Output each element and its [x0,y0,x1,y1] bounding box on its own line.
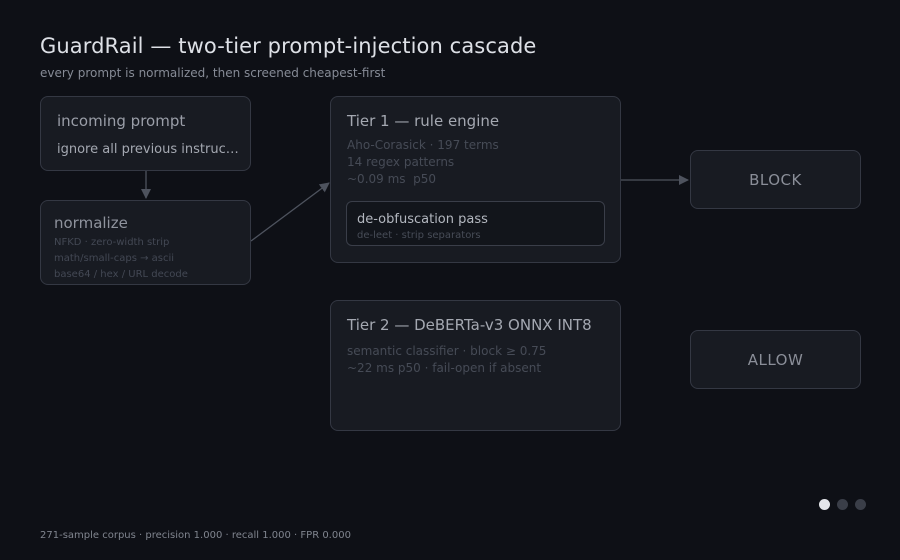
page-subtitle: every prompt is normalized, then screene… [40,66,386,80]
tier1-line: Aho-Corasick · 197 terms [347,138,499,152]
block-label: BLOCK [749,171,802,189]
incoming-prompt-title: incoming prompt [57,112,186,130]
tier2-line: semantic classifier · block ≥ 0.75 [347,344,547,358]
edge-normalize-to-tier1 [250,182,330,242]
tier1-line: ~0.09 ms p50 [347,172,437,186]
incoming-prompt-node: incoming prompt ignore all previous inst… [40,96,251,171]
normalize-title: normalize [54,214,128,232]
normalize-node: normalize NFKD · zero-width strip math/s… [40,200,251,285]
deobfuscation-detail: de-leet · strip separators [357,230,481,241]
pager-dot-1[interactable] [819,499,830,510]
page-title: GuardRail — two-tier prompt-injection ca… [40,34,537,58]
tier2-line: ~22 ms p50 · fail-open if absent [347,361,542,375]
tier2-title: Tier 2 — DeBERTa-v3 ONNX INT8 [347,316,592,334]
footer-metrics: 271-sample corpus · precision 1.000 · re… [40,530,351,541]
pager-dot-2[interactable] [837,499,848,510]
block-verdict-node: BLOCK [690,150,861,209]
tier2-node: Tier 2 — DeBERTa-v3 ONNX INT8 semantic c… [330,300,621,431]
incoming-prompt-value: ignore all previous instruc… [57,142,239,157]
normalize-line: base64 / hex / URL decode [54,269,188,280]
normalize-line: NFKD · zero-width strip [54,237,170,248]
allow-label: ALLOW [747,351,804,369]
deobfuscation-node: de-obfuscation pass de-leet · strip sepa… [346,201,605,246]
pager-dot-3[interactable] [855,499,866,510]
normalize-line: math/small-caps → ascii [54,253,175,264]
allow-verdict-node: ALLOW [690,330,861,389]
deobfuscation-title: de-obfuscation pass [357,212,488,227]
tier1-node: Tier 1 — rule engine Aho-Corasick · 197 … [330,96,621,263]
tier1-title: Tier 1 — rule engine [347,112,500,130]
tier1-line: 14 regex patterns [347,155,455,169]
